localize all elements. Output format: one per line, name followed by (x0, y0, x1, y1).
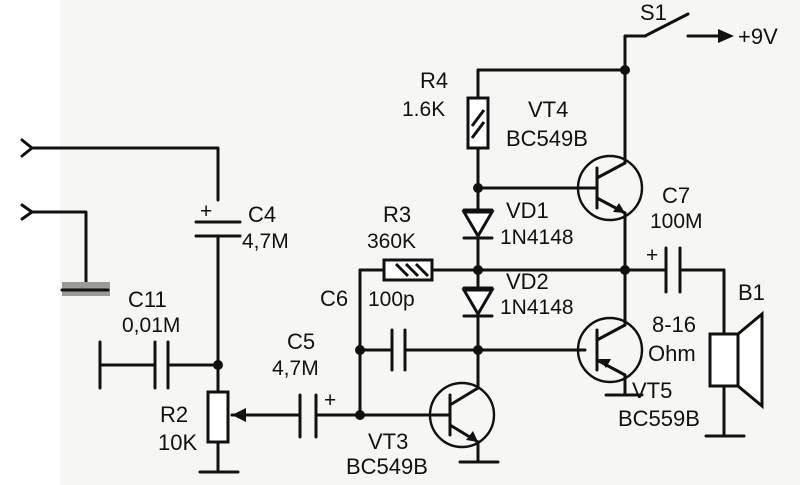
vt3-name: VT3 (368, 429, 408, 454)
left-margin (0, 0, 60, 485)
capacitor-c4 (194, 220, 242, 367)
r3-value: 360K (367, 230, 416, 253)
switch-s1 (623, 12, 734, 43)
capacitor-c5 (298, 393, 362, 439)
c11-name: C11 (128, 287, 167, 312)
junction-supply (620, 65, 630, 75)
b1-name: B1 (738, 280, 765, 305)
vt4-type: BC549B (506, 126, 588, 151)
vd1-name: VD1 (506, 198, 549, 223)
input-ground (60, 282, 110, 296)
vt4-name: VT4 (528, 97, 568, 122)
transistor-vt3 (358, 381, 500, 464)
potentiometer-r2 (198, 363, 302, 474)
c7-name: C7 (662, 183, 690, 208)
diode-vd2 (461, 286, 495, 318)
r2-value: 10K (158, 430, 197, 455)
capacitor-c11 (98, 340, 220, 390)
c4-value: 4,7M (242, 230, 289, 253)
vt3-type: BC549B (346, 454, 428, 479)
input-jack-bottom (20, 203, 88, 290)
r2-name: R2 (160, 402, 188, 427)
c5-value: 4,7M (272, 357, 319, 380)
vd2-type: 1N4148 (500, 296, 574, 319)
resistor-r3 (358, 258, 627, 282)
c4-plus: + (200, 200, 212, 223)
c6-name: C6 (320, 286, 348, 311)
r4-name: R4 (420, 68, 448, 93)
capacitor-c6 (358, 268, 480, 417)
r4-value: 1.6K (402, 98, 445, 121)
c11-value: 0,01M (122, 314, 180, 337)
junction-vt5-base (473, 345, 483, 355)
transistor-vt4 (476, 154, 644, 222)
s1-name: S1 (640, 0, 667, 25)
vt5-type: BC559B (618, 406, 700, 431)
vt5-name: VT5 (632, 378, 672, 403)
c7-plus: + (646, 244, 658, 267)
c4-name: C4 (248, 202, 276, 227)
junction-vd-mid (473, 265, 483, 275)
transistor-vt5 (576, 316, 644, 397)
vd1-type: 1N4148 (500, 226, 574, 249)
vd2-name: VD2 (506, 269, 549, 294)
capacitor-c7 (623, 246, 726, 336)
c6-value: 100p (368, 288, 415, 311)
r3-name: R3 (383, 202, 411, 227)
c5-plus: + (324, 389, 336, 412)
c7-value: 100M (650, 210, 703, 233)
diode-vd1 (461, 208, 495, 240)
resistor-r4 (466, 96, 490, 150)
c5-name: C5 (287, 329, 315, 354)
junction-c6-left (355, 345, 365, 355)
b1-impedance: 8-16 (652, 312, 696, 337)
speaker-b1 (704, 310, 764, 438)
input-jack-top (20, 138, 220, 202)
supply-voltage: +9V (738, 24, 778, 49)
b1-unit: Ohm (648, 341, 696, 366)
